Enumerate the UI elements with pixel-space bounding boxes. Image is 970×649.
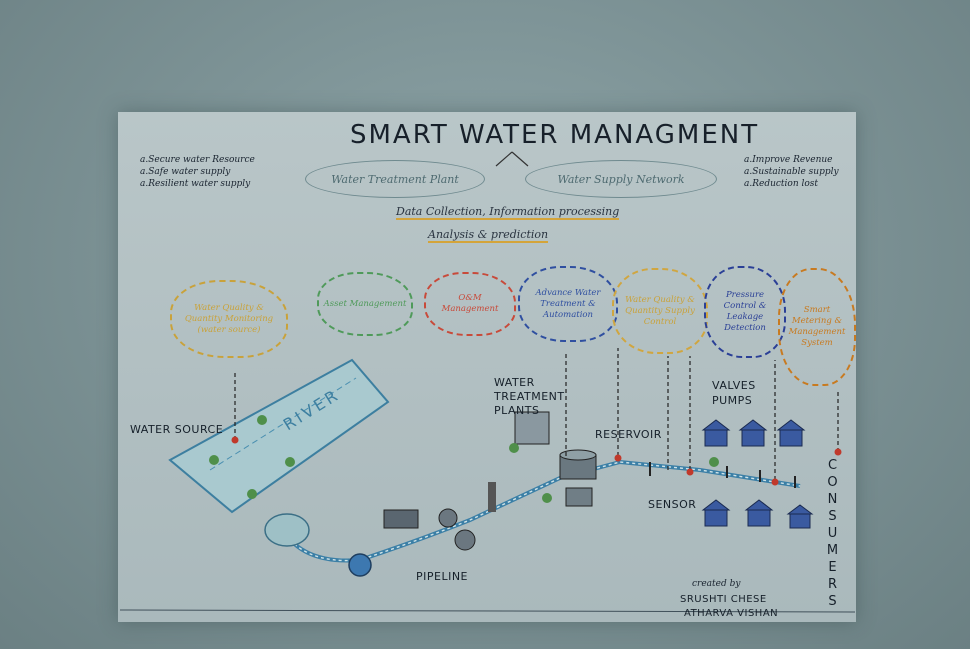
pump-station: [348, 553, 372, 577]
intake-pond: [264, 513, 310, 547]
analysis-line: Analysis & prediction: [428, 228, 549, 243]
sensor-dot: [231, 436, 239, 444]
title-arrows: [495, 151, 529, 167]
oval-label: Water Supply Network: [557, 172, 685, 186]
poster-sheet: [118, 112, 856, 622]
valve-marks: [649, 462, 796, 488]
sensor-dot: [614, 454, 622, 462]
cloud-text: Pressure Control & Leakage Detection: [723, 290, 767, 333]
house: [738, 419, 768, 447]
house: [786, 504, 814, 529]
analysis-text: Analysis & prediction: [428, 228, 549, 243]
label-valves-pumps: VALVES PUMPS: [712, 379, 756, 407]
river-shape: [168, 358, 390, 514]
label-water-treatment-plants: WATER TREATMENT PLANTS: [494, 376, 565, 417]
left-notes: a.Secure water Resource a.Safe water sup…: [140, 154, 255, 190]
label-sensor: SENSOR: [648, 498, 697, 511]
houses: [701, 419, 814, 529]
right-notes: a.Improve Revenue a.Sustainable supply a…: [744, 154, 839, 190]
label-reservoir: RESERVOIR: [595, 428, 662, 441]
river-flow-line: [209, 377, 357, 471]
left-note: a.Secure water Resource: [140, 155, 255, 165]
data-collection-line: Data Collection, Information processing: [396, 205, 620, 220]
cloud-smart-metering: Smart Metering & Management System: [778, 268, 856, 386]
oval-water-treatment-plant: Water Treatment Plant: [305, 160, 485, 198]
left-note: a.Safe water supply: [140, 167, 231, 177]
house: [744, 499, 774, 527]
cloud-om-management: O&M Management: [424, 272, 516, 336]
cloud-water-quality-monitoring: Water Quality & Quantity Monitoring (wat…: [170, 280, 288, 358]
pipeline-flow: [279, 461, 801, 562]
cloud-asset-management: Asset Management: [317, 272, 413, 336]
data-collection-text: Data Collection, Information processing: [396, 205, 620, 220]
tank-round: [438, 508, 458, 528]
tree: [285, 457, 295, 467]
label-water-source: WATER SOURCE: [130, 423, 224, 436]
cloud-text: Smart Metering & Management System: [788, 305, 846, 348]
left-note: a.Resilient water supply: [140, 179, 251, 189]
house: [701, 499, 731, 527]
filter-unit: [383, 509, 419, 529]
right-note: a.Improve Revenue: [744, 155, 833, 165]
poster-title: SMART WATER MANAGMENT: [350, 120, 760, 150]
cloud-text: O&M Management: [441, 293, 499, 314]
treatment-building: [514, 411, 550, 445]
oval-label: Water Treatment Plant: [331, 172, 459, 186]
tank-round-2: [454, 529, 476, 551]
right-note: a.Reduction lost: [744, 179, 819, 189]
credit-name: ATHARVA VISHAN: [684, 608, 779, 619]
house: [701, 419, 731, 447]
reservoir-top: [559, 449, 597, 461]
right-note: a.Sustainable supply: [744, 167, 839, 177]
cloud-supply-control: Water Quality & Quantity Supply Control: [612, 268, 708, 354]
clearwell: [565, 487, 593, 507]
house: [776, 419, 806, 447]
poster-edge: [119, 609, 856, 613]
label-pipeline: PIPELINE: [416, 570, 469, 583]
trees: [209, 415, 719, 503]
tree: [247, 489, 257, 499]
cloud-text: Water Quality & Quantity Supply Control: [625, 294, 695, 327]
credit-name: SRUSHTI CHESE: [680, 594, 767, 605]
label-consumers: CONSUMERS: [825, 458, 840, 611]
cloud-text: Advance Water Treatment & Automation: [535, 287, 601, 320]
cloud-text: Water Quality & Quantity Monitoring (wat…: [184, 302, 274, 335]
sensor-dot: [686, 468, 694, 476]
cloud-text: Asset Management: [323, 298, 407, 309]
credits-heading: created by: [692, 579, 741, 589]
tree: [509, 443, 519, 453]
sensor-dots: [231, 436, 842, 486]
oval-water-supply-network: Water Supply Network: [525, 160, 717, 198]
sensor-dot: [834, 448, 842, 456]
tree: [209, 455, 219, 465]
tree: [542, 493, 552, 503]
tree: [709, 457, 719, 467]
tree: [257, 415, 267, 425]
sensor-dot: [771, 478, 779, 486]
chimney: [488, 482, 496, 512]
monitoring-arrows: [234, 348, 839, 480]
